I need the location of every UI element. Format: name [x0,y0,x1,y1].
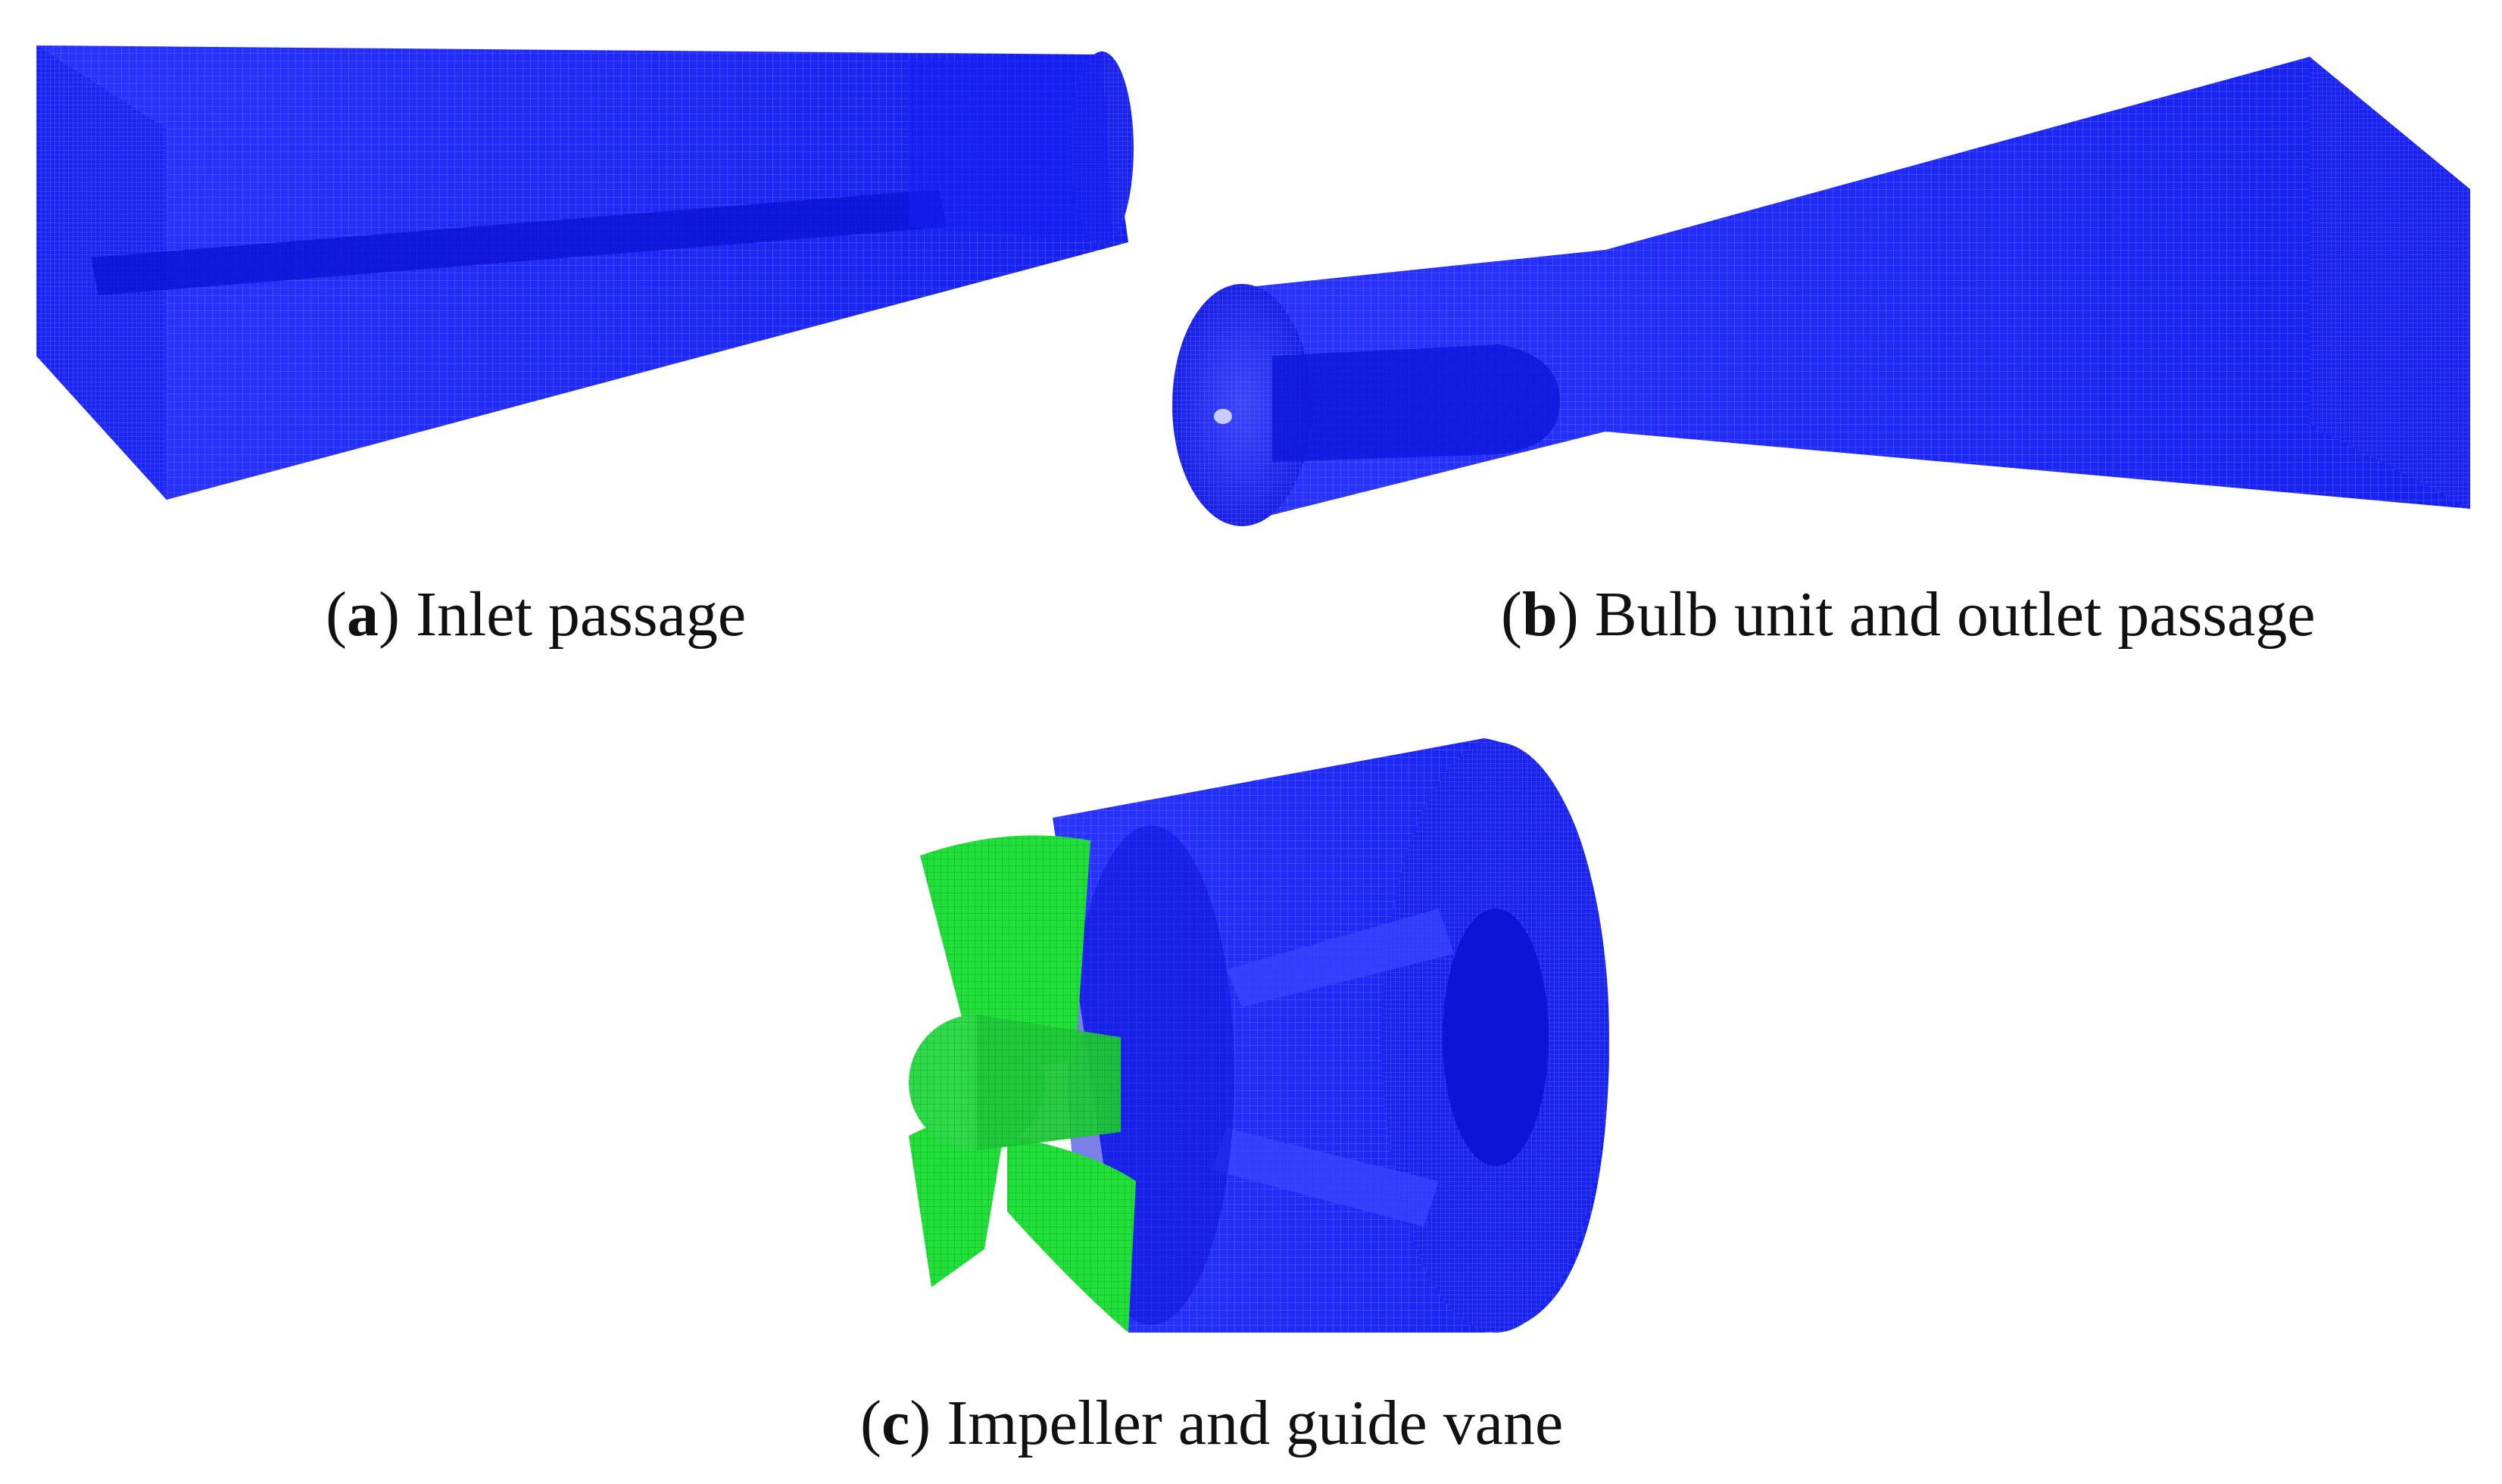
panel-b-bulb-unit-outlet-mesh [1172,57,2470,526]
caption-b-letter: b [1521,579,1558,650]
caption-a-label: Inlet passage [415,579,747,650]
panel-a-inlet-passage-mesh [36,45,1134,500]
caption-c-letter: c [881,1388,910,1458]
panel-c-impeller-guide-vane-mesh [909,738,1609,1333]
caption-c-label: Impeller and guide vane [947,1388,1564,1458]
caption-b-label: Bulb unit and outlet passage [1594,579,2316,650]
caption-a-letter: a [346,579,379,650]
caption-a: (a) Inlet passage [326,579,747,650]
caption-c: (c) Impeller and guide vane [860,1388,1564,1458]
caption-b: (b) Bulb unit and outlet passage [1501,579,2316,650]
impeller-blades [909,835,1136,1333]
